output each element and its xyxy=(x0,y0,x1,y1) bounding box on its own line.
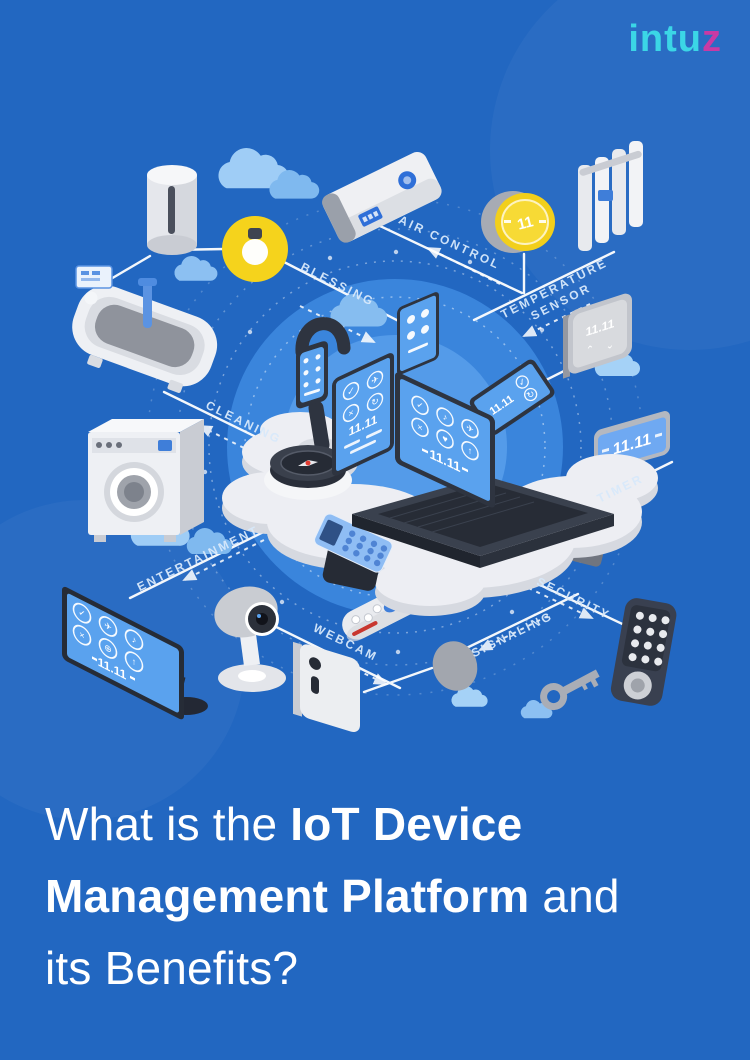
close-icon: × xyxy=(348,407,353,420)
heart-icon: ♥ xyxy=(442,433,448,446)
check-icon: ✓ xyxy=(516,376,528,389)
logo-text-accent: z xyxy=(702,18,722,60)
intuz-logo: intuz xyxy=(628,18,722,61)
signal-node xyxy=(432,641,478,691)
laptop-icon: ✓ ♪ ✈ × ♥ ↑ 11.11 xyxy=(352,372,614,568)
svg-text:⌄: ⌄ xyxy=(606,339,614,352)
logo-text-main: intu xyxy=(628,18,702,60)
light-bulb-icon xyxy=(222,216,288,282)
radiator-icon xyxy=(578,141,643,251)
music-icon: ♪ xyxy=(443,411,447,424)
keypad-remote-icon xyxy=(314,513,393,591)
plane-icon: ✈ xyxy=(371,373,379,387)
plus-icon: ⊕ xyxy=(104,642,112,656)
up-icon: ↑ xyxy=(468,445,472,458)
air-conditioner-icon xyxy=(322,152,442,243)
plane-icon: ✈ xyxy=(466,422,474,436)
title-prefix: What is the xyxy=(45,798,291,850)
smart-tv-icon: ✓ ✈ ♪ × ⊕ ↑ 11.11 xyxy=(62,586,208,720)
plane-icon: ✈ xyxy=(104,620,112,634)
music-icon: ♪ xyxy=(132,634,136,647)
smart-hub-icon xyxy=(264,445,352,500)
refresh-icon: ↻ xyxy=(371,395,379,409)
webcam-box-icon xyxy=(293,641,360,733)
tablet-icon: ✓ ✈ × ↻ 11.11 xyxy=(332,353,394,476)
smart-lock-icon xyxy=(610,598,677,706)
title-emphasis: IoT Device Management Platform xyxy=(45,798,530,922)
wall-clock-icon: 11 xyxy=(481,191,555,253)
smartwatch-icon xyxy=(295,317,351,458)
washing-machine-icon xyxy=(88,419,204,542)
thermostat-panel-icon: 11.11 ⌃ ⌄ xyxy=(563,293,632,379)
smart-speaker-icon xyxy=(147,165,197,255)
check-icon: ✓ xyxy=(78,607,86,621)
up-icon: ↑ xyxy=(132,656,136,669)
close-icon: × xyxy=(417,422,422,435)
security-camera-icon xyxy=(214,586,286,692)
close-icon: × xyxy=(79,629,84,642)
page-title: What is the IoT Device Management Platfo… xyxy=(45,788,657,1004)
svg-text:⌃: ⌃ xyxy=(586,344,594,357)
refresh-icon: ↻ xyxy=(525,388,537,401)
check-icon: ✓ xyxy=(416,399,424,413)
title-suffix: and its Benefits? xyxy=(45,870,620,994)
wall-clock-time: 11 xyxy=(516,213,536,233)
small-tablet-icon xyxy=(397,292,439,375)
key-icon xyxy=(540,669,600,711)
bathtub-icon xyxy=(72,265,218,393)
label-signaling: SIGNALING xyxy=(469,609,555,661)
check-icon: ✓ xyxy=(347,385,355,399)
